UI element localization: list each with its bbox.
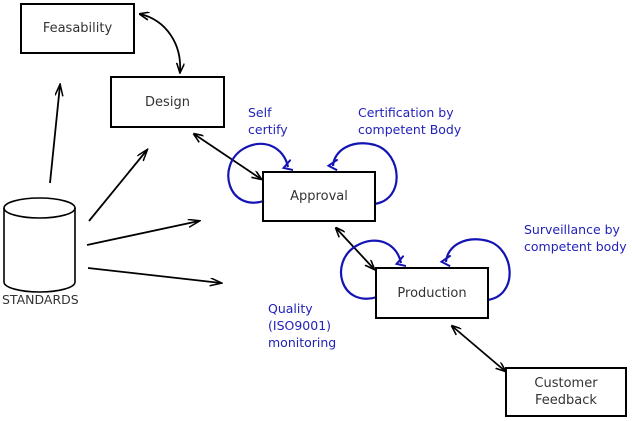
loop-production-quality [339, 239, 401, 300]
loop-production-surveillance [446, 238, 511, 302]
node-design-label: Design [145, 94, 190, 110]
loop-approval-certification [333, 142, 398, 206]
annotation-self-certify: Self certify [248, 105, 288, 137]
node-customer-feedback[interactable]: Customer Feedback [505, 367, 627, 417]
node-standards-label: STANDARDS [2, 292, 79, 307]
annotation-certification-by-competent-body: Certification by competent Body [358, 105, 462, 137]
node-production-label: Production [397, 285, 467, 301]
edge-production-customer-feedback [452, 326, 505, 371]
edge-standards-feasability [49, 85, 60, 184]
annotation-surveillance-by-competent-body: Surveillance by competent body [524, 222, 627, 254]
edge-approval-production [336, 228, 374, 269]
node-customer-feedback-label: Customer Feedback [534, 376, 598, 408]
edge-design-approval [194, 134, 261, 179]
annotation-quality-iso9001-monitoring: Quality (ISO9001) monitoring [268, 301, 337, 350]
edge-standards-production [87, 267, 221, 283]
loop-approval-self-certify [227, 142, 288, 204]
node-feasability[interactable]: Feasability [20, 3, 135, 54]
edge-standards-design [88, 150, 147, 222]
node-feasability-label: Feasability [42, 21, 113, 36]
node-approval[interactable]: Approval [262, 171, 376, 222]
node-design[interactable]: Design [110, 76, 225, 128]
edge-standards-approval [86, 221, 199, 246]
edge-feasability-design [140, 14, 180, 72]
node-production[interactable]: Production [375, 267, 489, 319]
node-approval-label: Approval [290, 189, 348, 204]
standards-cylinder-shape [3, 197, 76, 293]
